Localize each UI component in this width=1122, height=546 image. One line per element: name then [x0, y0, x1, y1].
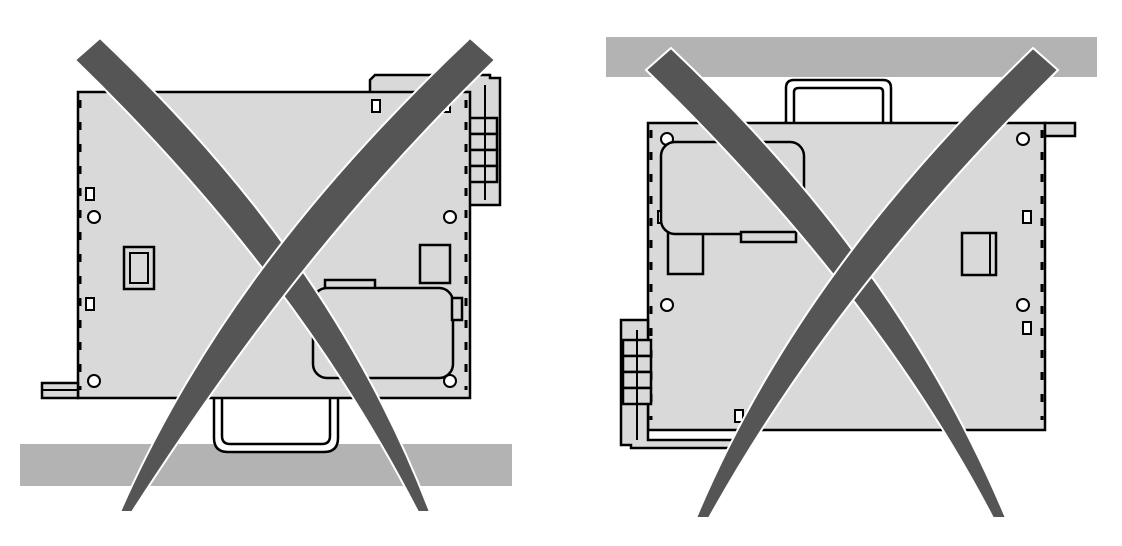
- cross-out-mark-right: [644, 46, 1060, 519]
- cross-out-mark-left: [73, 36, 497, 513]
- left-mounting-diagram: [20, 36, 512, 513]
- left-incorrect-mounting-panel: [0, 0, 560, 546]
- right-incorrect-mounting-panel: [561, 0, 1122, 546]
- right-mounting-diagram: [606, 37, 1097, 519]
